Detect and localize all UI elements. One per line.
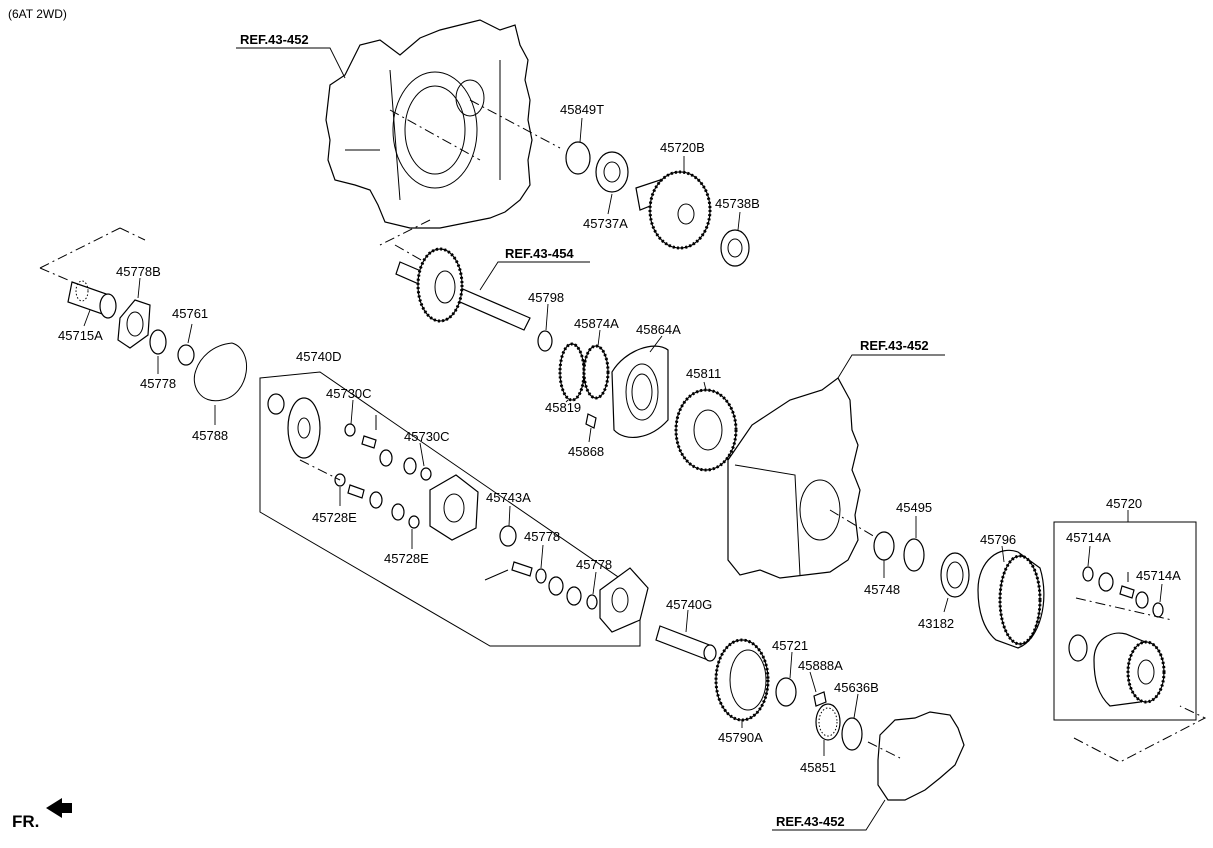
cover-45778B [117, 299, 151, 349]
ring-45721 [775, 677, 797, 707]
differential-kit-box [1053, 521, 1197, 721]
bearing-45851 [815, 703, 841, 741]
label-45849T: 45849T [560, 102, 604, 117]
label-45811: 45811 [686, 366, 721, 381]
label-45778-left: 45778 [140, 376, 176, 391]
sleeve-45715A [67, 280, 117, 319]
drum-45796 [977, 549, 1045, 649]
clutch-plates-45819-45874A [558, 342, 610, 402]
input-shaft [394, 244, 531, 331]
label-45888A: 45888A [798, 658, 843, 673]
case-cover-bottom [867, 711, 965, 801]
label-45778-mid: 45778 [524, 529, 560, 544]
label-45495: 45495 [896, 500, 932, 515]
label-45851: 45851 [800, 760, 836, 775]
left-group-outline [39, 227, 146, 281]
label-45798: 45798 [528, 290, 564, 305]
washer-45778-left [149, 329, 167, 355]
bearing-45738B [720, 229, 750, 267]
transmission-case-top [325, 19, 561, 246]
carrier-parts [267, 393, 649, 633]
ref-top-label: REF.43-452 [240, 32, 309, 47]
label-45715A: 45715A [58, 328, 103, 343]
label-45748: 45748 [864, 582, 900, 597]
label-45721: 45721 [772, 638, 808, 653]
label-45796: 45796 [980, 532, 1016, 547]
label-45720B: 45720B [660, 140, 705, 155]
label-45720: 45720 [1106, 496, 1142, 511]
label-45738B: 45738B [715, 196, 760, 211]
differential-parts [1068, 566, 1173, 707]
label-45868: 45868 [568, 444, 604, 459]
label-45714A-a: 45714A [1066, 530, 1111, 545]
housing-45864A [611, 345, 669, 438]
label-45864A: 45864A [636, 322, 681, 337]
front-arrow-icon [46, 798, 72, 818]
label-45728E-a: 45728E [312, 510, 357, 525]
plate-43182 [940, 552, 970, 598]
label-45819: 45819 [545, 400, 581, 415]
variant-label: (6AT 2WD) [8, 7, 67, 21]
gear-45720B [635, 170, 712, 250]
transmission-case-right [727, 377, 881, 579]
label-45737A: 45737A [583, 216, 628, 231]
label-45778B: 45778B [116, 264, 161, 279]
label-45714A-b: 45714A [1136, 568, 1181, 583]
ref-bottom-label: REF.43-452 [776, 814, 845, 829]
bolt-45868 [585, 413, 597, 429]
ring-45495 [903, 538, 925, 572]
front-direction-label: FR. [12, 812, 39, 831]
bearing-45737A [595, 151, 629, 193]
label-45778-low: 45778 [576, 557, 612, 572]
clip-45888A [813, 691, 827, 707]
label-45761: 45761 [172, 306, 208, 321]
ring-45748 [873, 531, 895, 561]
label-45874A: 45874A [574, 316, 619, 331]
washer-45798 [537, 330, 553, 352]
label-45730C-a: 45730C [326, 386, 372, 401]
ring-gear-45790A [714, 638, 770, 722]
label-45743A: 45743A [486, 490, 531, 505]
label-45730C-b: 45730C [404, 429, 450, 444]
ref-right-label: REF.43-452 [860, 338, 929, 353]
gear-45811 [674, 388, 738, 472]
label-45728E-b: 45728E [384, 551, 429, 566]
ref-shaft-label: REF.43-454 [505, 246, 574, 261]
bearing-45761 [177, 344, 195, 366]
seal-45636B [841, 717, 863, 751]
label-45788: 45788 [192, 428, 228, 443]
shaft-45740G [655, 625, 717, 662]
label-45740G: 45740G [666, 597, 712, 612]
label-45790A: 45790A [718, 730, 763, 745]
carrier-kit-box [259, 371, 641, 647]
label-45740D: 45740D [296, 349, 342, 364]
label-43182: 43182 [918, 616, 954, 631]
label-45636B: 45636B [834, 680, 879, 695]
snap-ring-45788 [193, 342, 247, 402]
snap-ring-45849T [565, 141, 591, 175]
